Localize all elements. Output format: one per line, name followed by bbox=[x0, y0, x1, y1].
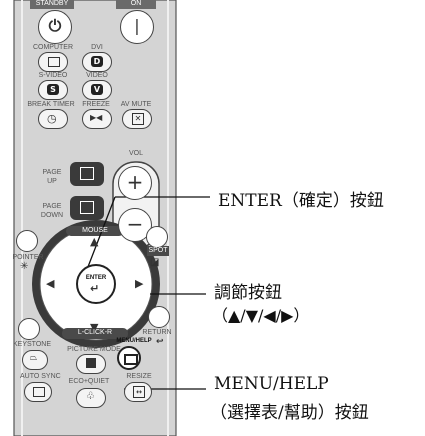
picture-mode-icon bbox=[86, 358, 96, 368]
dvi-label: DVI bbox=[91, 44, 103, 51]
video-label: VIDEO bbox=[86, 72, 108, 79]
keystone-button-top[interactable] bbox=[18, 318, 40, 340]
power-icon: ⏻ bbox=[48, 16, 62, 35]
break-timer-label: BREAK TIMER bbox=[27, 101, 75, 108]
computer-label: COMPUTER bbox=[32, 44, 74, 51]
minus-icon: − bbox=[126, 212, 144, 236]
picture-mode-label: PICTURE MODE bbox=[67, 346, 121, 353]
return-button[interactable] bbox=[148, 306, 170, 328]
svideo-icon: S bbox=[47, 84, 59, 95]
menu-callout-line2: （選擇表/幫助）按鈕 bbox=[210, 403, 369, 423]
page-down-label: PAGE DOWN bbox=[36, 202, 68, 220]
return-icon: ↩ bbox=[156, 337, 164, 347]
page-up-label-line1: PAGE bbox=[42, 169, 62, 176]
resize-button[interactable]: ↔ bbox=[124, 382, 152, 402]
pointer-label: POINTER bbox=[12, 254, 44, 261]
auto-sync-button[interactable] bbox=[24, 382, 52, 402]
av-mute-icon: ✕ bbox=[132, 113, 144, 125]
enter-icon: ↵ bbox=[90, 282, 100, 295]
arrow-down-button[interactable]: ▼ bbox=[90, 321, 99, 334]
spot-button[interactable] bbox=[146, 226, 168, 248]
break-timer-button[interactable]: ◷ bbox=[38, 109, 68, 129]
dvi-button[interactable]: D bbox=[82, 52, 112, 72]
enter-button-label: ENTER bbox=[85, 275, 107, 281]
menu-help-label: MENU/HELP bbox=[116, 338, 152, 344]
page-down-label-line2: DOWN bbox=[40, 212, 64, 219]
vol-up-button[interactable]: + bbox=[118, 166, 152, 200]
menu-callout-line1: MENU/HELP bbox=[214, 374, 329, 394]
freeze-label: FREEZE bbox=[82, 101, 110, 108]
enter-button[interactable]: ENTER ↵ bbox=[76, 264, 116, 304]
on-button[interactable]: | bbox=[120, 10, 154, 44]
auto-sync-label: AUTO SYNC bbox=[20, 373, 61, 380]
arrow-up-button[interactable]: ▲ bbox=[90, 235, 99, 248]
return-label: RETURN bbox=[142, 329, 172, 336]
spot-icon: ◪ bbox=[150, 257, 160, 268]
svideo-label: S-VIDEO bbox=[38, 72, 68, 79]
eco-quiet-button[interactable]: ♧ bbox=[76, 388, 106, 408]
video-button[interactable]: V bbox=[82, 80, 112, 100]
page-down-icon bbox=[80, 201, 94, 214]
lclick-label: L-CLICK-R bbox=[77, 329, 113, 336]
menu-icon bbox=[124, 354, 138, 365]
vol-label: VOL bbox=[128, 150, 143, 157]
resize-icon: ↔ bbox=[133, 386, 145, 398]
freeze-icon: ▶◀ bbox=[90, 113, 103, 122]
page-up-label: PAGE UP bbox=[38, 168, 66, 186]
av-mute-label: AV MUTE bbox=[120, 101, 152, 108]
eco-icon: ♧ bbox=[86, 391, 95, 402]
page-up-button[interactable] bbox=[70, 162, 104, 186]
page-down-label-line1: PAGE bbox=[42, 203, 62, 210]
enter-callout: ENTER（確定）按鈕 bbox=[218, 191, 384, 211]
keystone-label: KEYSTONE bbox=[13, 341, 51, 348]
svideo-button[interactable]: S bbox=[38, 80, 68, 100]
keystone-icon: ⏢ bbox=[30, 353, 38, 363]
auto-sync-icon bbox=[33, 387, 45, 397]
spot-label: SPOT bbox=[148, 247, 168, 254]
adjust-callout-line1: 調節按鈕 bbox=[214, 283, 282, 303]
menu-help-button[interactable] bbox=[117, 346, 141, 370]
dvi-icon: D bbox=[91, 56, 103, 67]
arrow-left-button[interactable]: ◀ bbox=[46, 277, 55, 290]
eco-quiet-label: ECO+QUIET bbox=[68, 378, 110, 385]
page-up-label-line2: UP bbox=[47, 178, 57, 185]
on-label: ON bbox=[130, 0, 142, 7]
freeze-button[interactable]: ▶◀ bbox=[82, 109, 112, 129]
on-icon: | bbox=[134, 16, 140, 35]
page-down-button[interactable] bbox=[70, 196, 104, 220]
av-mute-button[interactable]: ✕ bbox=[122, 109, 152, 129]
timer-icon: ◷ bbox=[47, 112, 57, 125]
mouse-label: MOUSE bbox=[82, 227, 108, 234]
keystone-button[interactable]: ⏢ bbox=[22, 350, 48, 370]
resize-label: RESIZE bbox=[126, 373, 152, 380]
arrow-right-button[interactable]: ▶ bbox=[135, 277, 144, 290]
standby-button[interactable]: ⏻ bbox=[38, 10, 72, 44]
picture-mode-button[interactable] bbox=[76, 354, 106, 374]
computer-button[interactable] bbox=[38, 52, 68, 72]
pointer-icon: ✳ bbox=[20, 261, 29, 272]
standby-label: STANDBY bbox=[35, 0, 69, 7]
video-icon: V bbox=[91, 84, 103, 95]
plus-icon: + bbox=[126, 170, 144, 194]
page-up-icon bbox=[80, 167, 94, 180]
pointer-button[interactable] bbox=[16, 230, 38, 252]
computer-icon bbox=[48, 57, 60, 67]
adjust-callout-line2: （▲/▼/◀/▶） bbox=[212, 306, 310, 325]
